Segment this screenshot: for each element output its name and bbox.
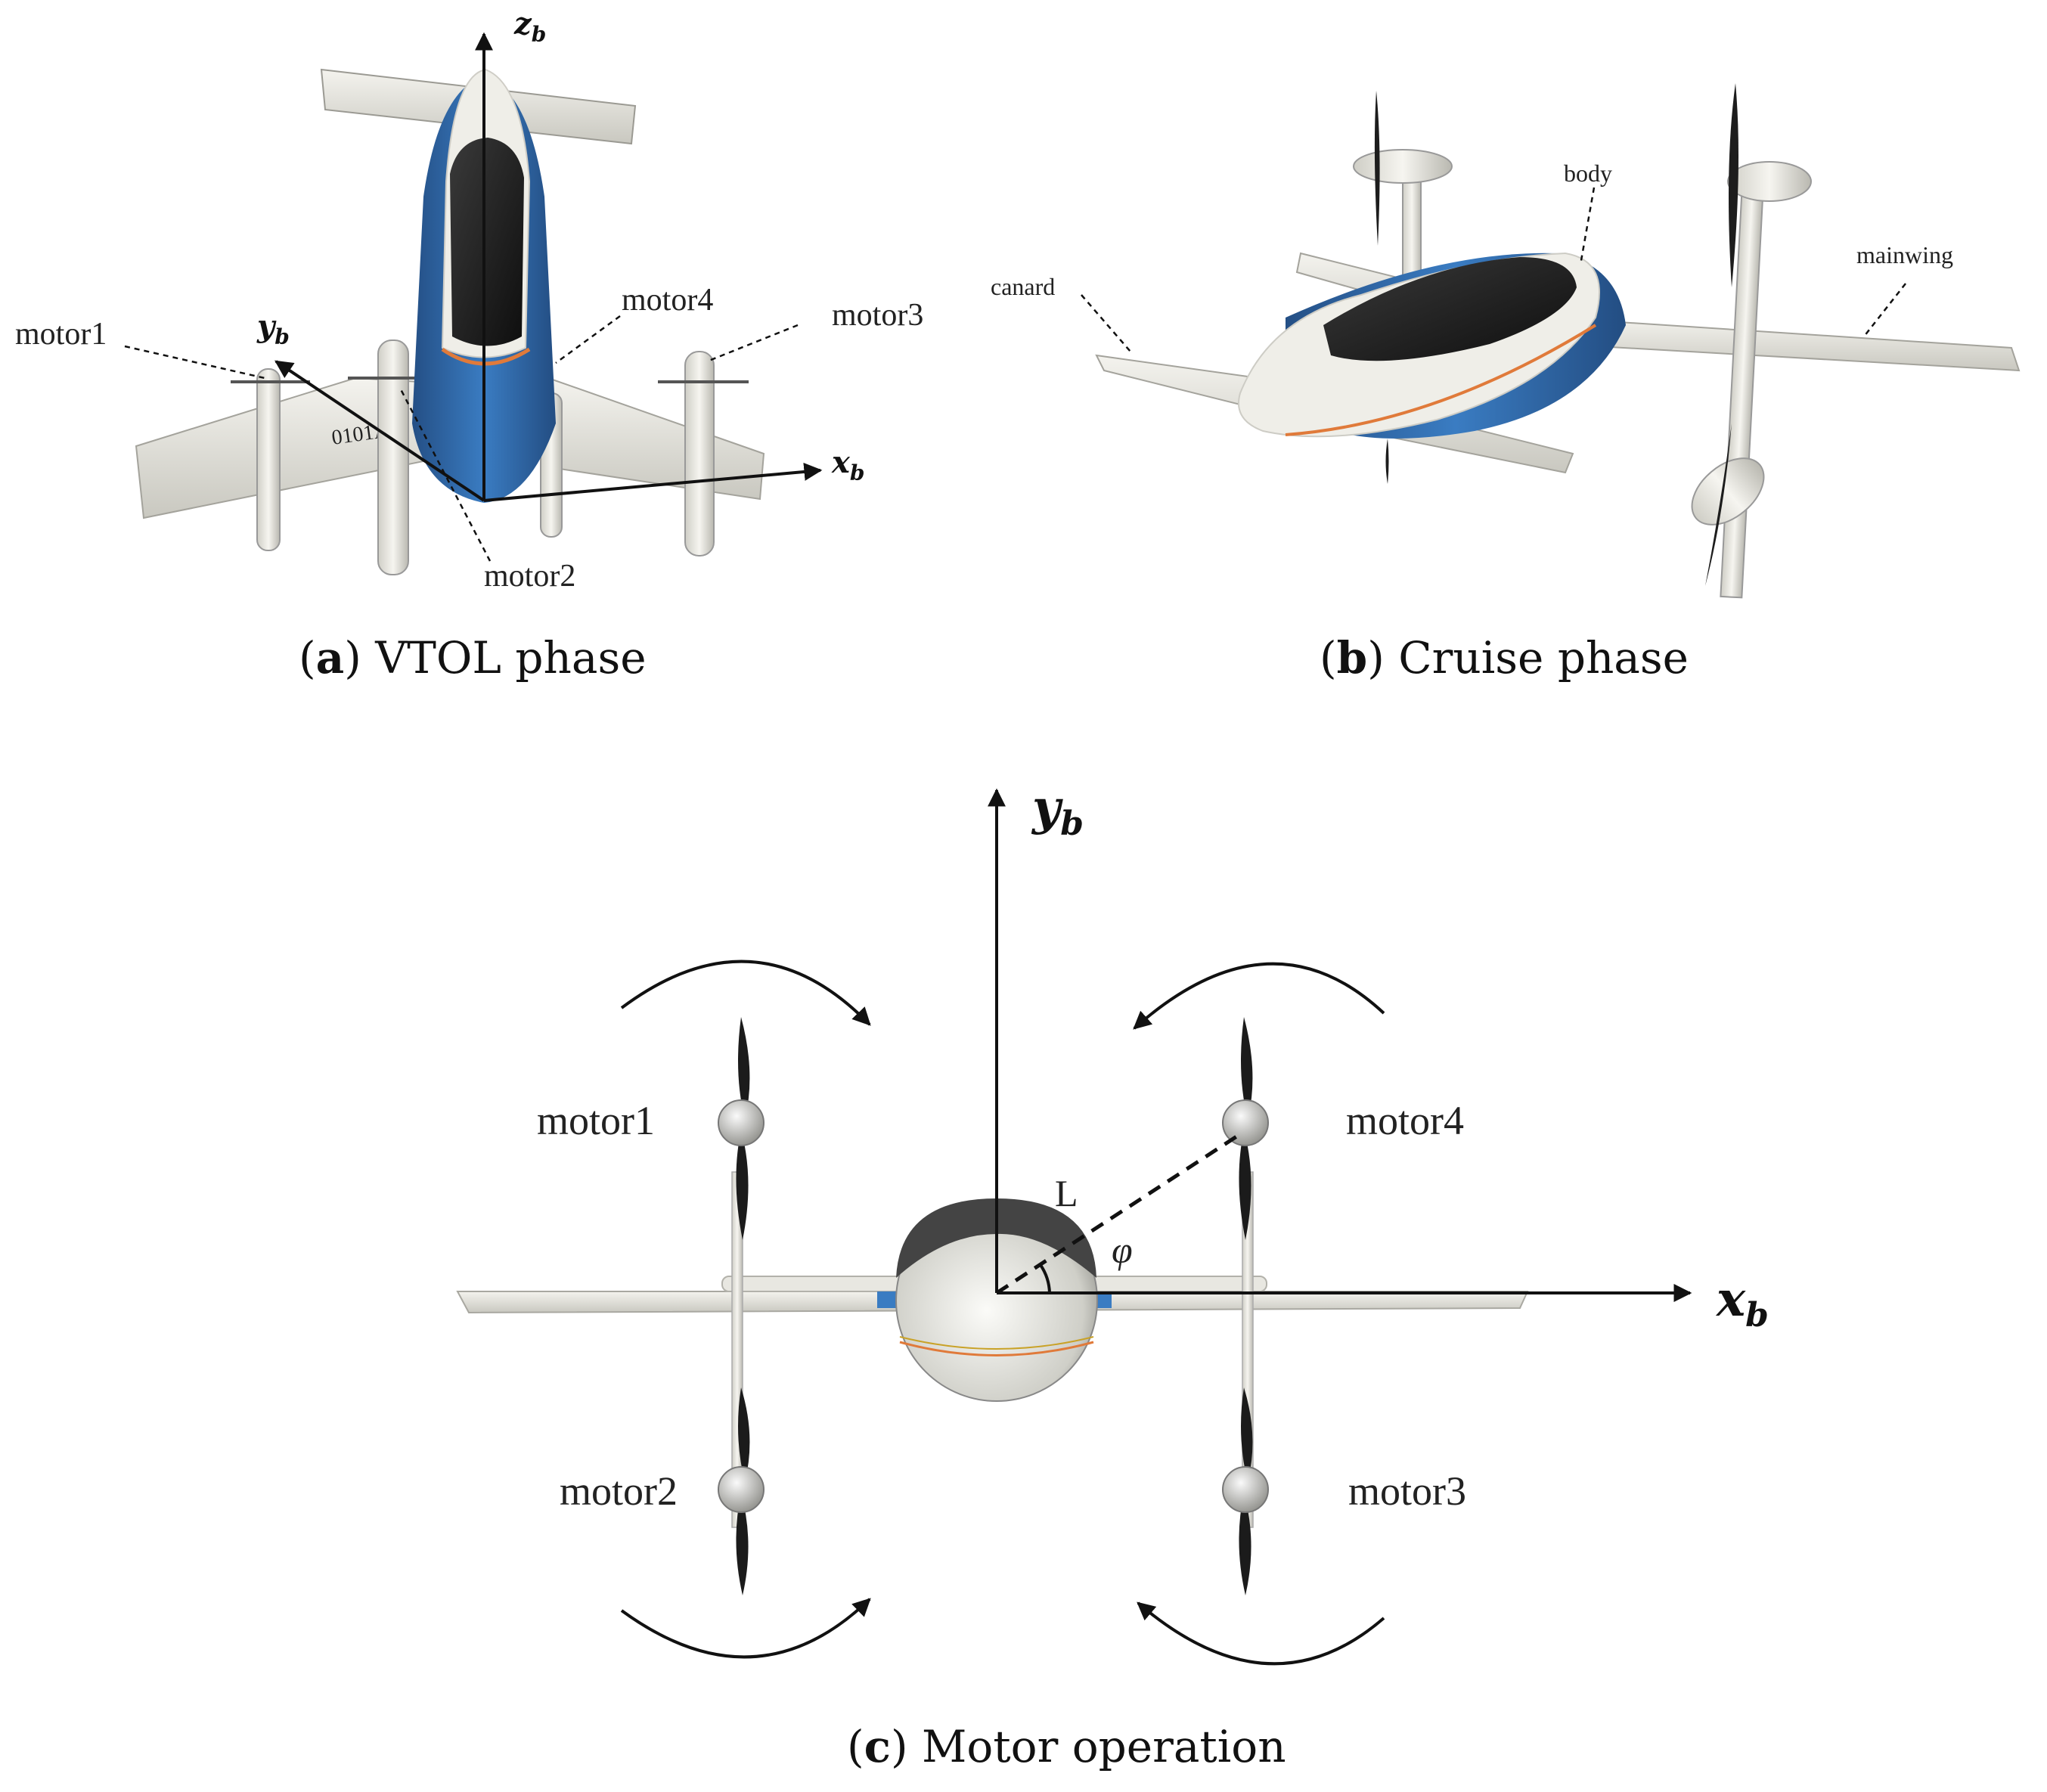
body-label: body: [1564, 160, 1612, 187]
xb-label-c: xb: [1715, 1271, 1769, 1335]
leader-motor3-a: [706, 324, 799, 363]
canard-label: canard: [991, 273, 1055, 300]
yb-axis-a: [274, 360, 485, 502]
rotation-arrow-motor3: [1137, 1601, 1385, 1666]
motor1-label-a: motor1: [15, 317, 107, 352]
right-wing: [547, 377, 765, 501]
leader-motor4-a: [555, 315, 621, 364]
motor4-hub: [1222, 1099, 1269, 1146]
mainwing-label: mainwing: [1856, 241, 1953, 268]
angle-arc: [1039, 1263, 1051, 1294]
motor3-hub: [1222, 1466, 1269, 1513]
panel-c-motor-operation: yb xb L φ motor1 motor4 motor2 motor3 (c…: [456, 780, 1769, 1772]
panel-b-cruise: canard body mainwing (b) Cruise phase: [991, 83, 2021, 684]
leader-motor2-a: [399, 389, 492, 562]
caption-c: (c) Motor operation: [847, 1721, 1286, 1772]
boom-right: [1720, 172, 1765, 599]
motor2-label-c: motor2: [560, 1468, 678, 1514]
angle-label: φ: [1112, 1229, 1133, 1271]
motor3-label-c: motor3: [1348, 1468, 1466, 1514]
leader-motor1-a: [124, 345, 265, 380]
yb-label-c: yb: [1031, 780, 1084, 843]
canopy: [450, 138, 524, 346]
cruise-canopy: [1323, 257, 1577, 361]
arm-label: L: [1055, 1172, 1078, 1214]
leader-body: [1579, 187, 1596, 265]
motor2-hub: [718, 1466, 765, 1513]
panel-a-vtol: 0101A zb yb xb motor1 motor4: [15, 6, 923, 684]
arm-length-line: [995, 1132, 1242, 1295]
cruise-propellers: [1374, 83, 1738, 586]
rotation-arrow-motor4: [1133, 962, 1385, 1030]
motor4-label-a: motor4: [622, 283, 713, 318]
leader-canard: [1081, 294, 1131, 352]
xb-axis-a: [483, 462, 823, 502]
xb-label-a: xb: [831, 445, 864, 485]
caption-b: (b) Cruise phase: [1320, 632, 1689, 684]
zb-label: zb: [513, 6, 546, 47]
yb-label-a: yb: [256, 308, 290, 349]
rotation-arrow-motor1: [620, 960, 871, 1026]
motor1-label-c: motor1: [537, 1098, 655, 1143]
motor3-label-a: motor3: [832, 298, 923, 333]
motor4-label-c: motor4: [1346, 1098, 1464, 1143]
motor1-hub: [718, 1099, 765, 1146]
front-propellers: [736, 1017, 1253, 1595]
rotation-arrow-motor2: [620, 1598, 871, 1659]
motor2-label-a: motor2: [484, 559, 575, 594]
caption-a: (a) VTOL phase: [299, 632, 647, 684]
leader-mainwing: [1863, 283, 1906, 337]
